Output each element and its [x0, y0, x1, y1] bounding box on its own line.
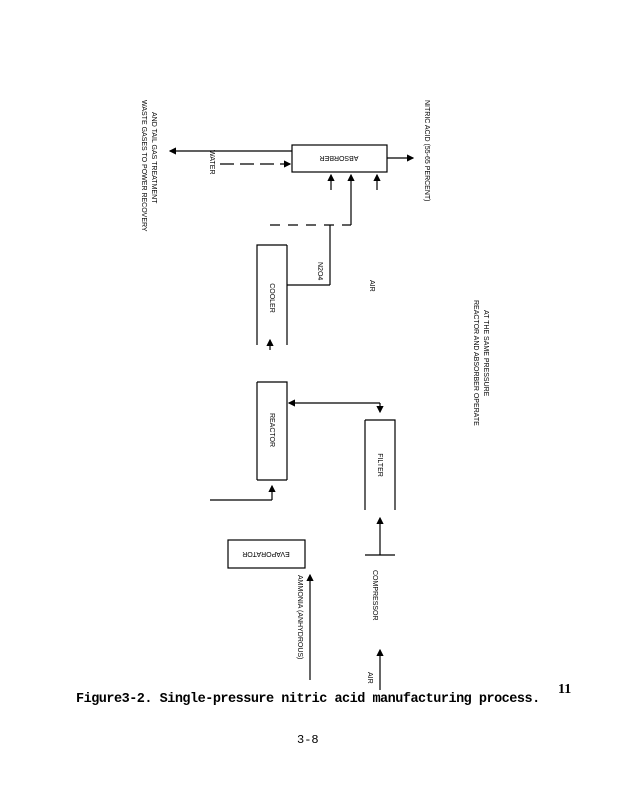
waste-gases-label-2: AND TAIL GAS TREATMENT — [150, 112, 157, 204]
water-label: WATER — [208, 150, 215, 175]
footnote-marker: 11 — [558, 682, 572, 697]
evaporator-label: EVAPORATOR — [242, 550, 289, 557]
absorber-label: ABSORBER — [320, 154, 359, 161]
n2o4-label: N2O4 — [316, 262, 323, 280]
air-label-mid: AIR — [368, 280, 375, 292]
note-line-2: AT THE SAME PRESSURE — [482, 310, 489, 397]
cooler-box — [256, 244, 287, 345]
waste-gases-label: WASTE GASES TO POWER RECOVERY — [140, 100, 147, 232]
reactor-box — [257, 381, 288, 480]
figure-caption: Figure3-2. Single-pressure nitric acid m… — [76, 692, 540, 707]
cooler-label: COOLER — [268, 283, 275, 313]
filter-box — [365, 419, 396, 510]
nitric-acid-label: NITRIC ACID (55-65 PERCENT) — [423, 100, 430, 202]
evaporator-box — [227, 539, 306, 569]
page-number: 3-8 — [297, 733, 319, 747]
reactor-label: REACTOR — [268, 413, 275, 447]
note-line-1: REACTOR AND ABSORBER OPERATE — [472, 300, 479, 426]
filter-label: FILTER — [376, 453, 383, 477]
ammonia-label: AMMONIA (ANHYDROUS) — [296, 575, 303, 659]
air-label-bottom: AIR — [366, 672, 373, 684]
compressor-label: COMPRESSOR — [371, 570, 378, 621]
